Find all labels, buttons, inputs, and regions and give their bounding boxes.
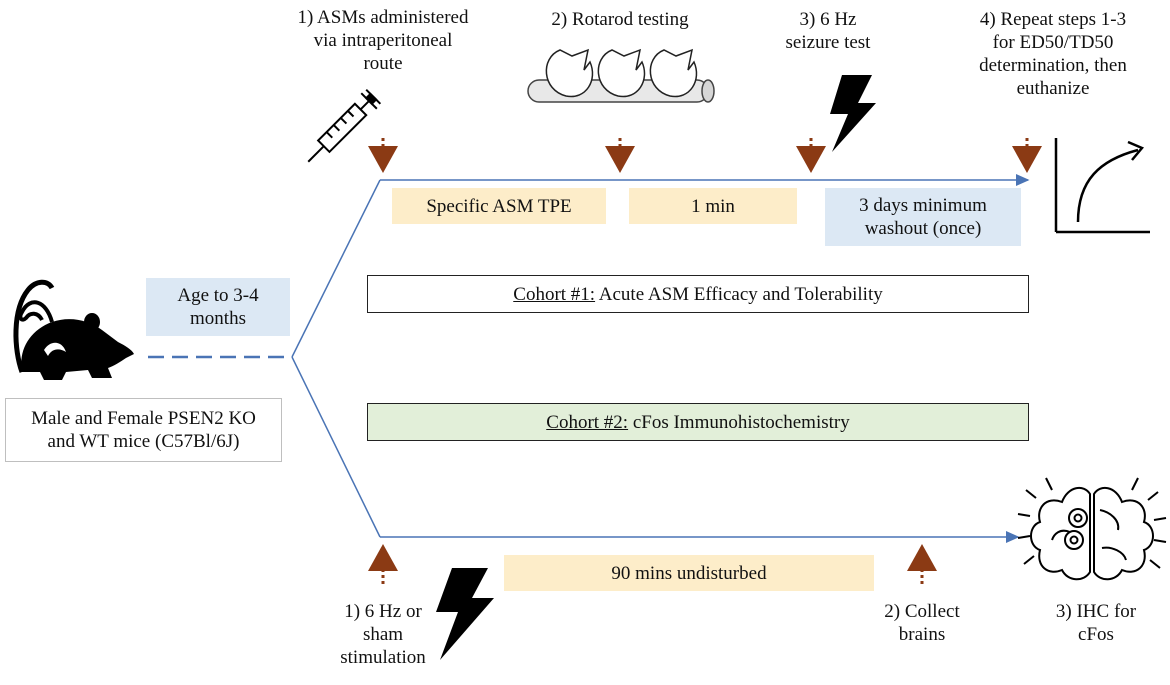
mice-label-line2: and WT mice (C57Bl/6J) [47, 431, 240, 452]
rotarod-icon [527, 48, 715, 103]
brain-icon [1017, 477, 1167, 581]
c2-step3-line2: cFos [1078, 624, 1114, 645]
washout-line1: 3 days minimum [859, 195, 987, 216]
interval-washout: 3 days minimum washout (once) [825, 188, 1021, 246]
washout-line2: washout (once) [864, 218, 982, 239]
c1-step4-label: 4) Repeat steps 1-3 for ED50/TD50 determ… [940, 8, 1166, 100]
c1-step4-line3: determination, then [979, 55, 1127, 76]
age-line1: Age to 3-4 [177, 285, 259, 306]
c2-step2-label: 2) Collect brains [862, 600, 982, 646]
c2-step1-line2: sham [362, 624, 404, 645]
c2-step3-label: 3) IHC for cFos [1036, 600, 1156, 646]
age-line2: months [190, 308, 246, 329]
lightning-bolt-icon-2 [436, 568, 494, 660]
gear-icon [1064, 508, 1088, 550]
c1-step2-label: 2) Rotarod testing [551, 9, 689, 30]
c1-step1-line1: 1) ASMs administered [297, 7, 469, 28]
c2-step1-label: 1) 6 Hz or sham stimulation [316, 600, 450, 669]
age-box: Age to 3-4 months [146, 278, 290, 336]
c1-step4-line4: euthanize [1016, 78, 1090, 99]
dose-response-curve-icon [1054, 138, 1150, 234]
lower-branch-line [291, 356, 381, 538]
c1-step4-line2: for ED50/TD50 [992, 32, 1114, 53]
cohort2-title-prefix: Cohort #2: [546, 411, 629, 433]
c1-step1-label: 1) ASMs administered via intraperitoneal… [252, 6, 514, 75]
c2-step3-line1: 3) IHC for [1055, 601, 1137, 622]
lightning-bolt-icon [830, 75, 876, 152]
mice-label-box: Male and Female PSEN2 KO and WT mice (C5… [5, 398, 282, 462]
interval-1-min: 1 min [629, 188, 797, 224]
c1-step3-line1: 3) 6 Hz [799, 9, 857, 30]
mouse-tail [13, 279, 55, 373]
cohort1-title-prefix: Cohort #1: [513, 283, 596, 305]
c2-step2-line1: 2) Collect [884, 601, 960, 622]
c1-step1-line3: route [363, 53, 403, 74]
interval-specific-asm-tpe: Specific ASM TPE [392, 188, 606, 224]
c1-step4-line1: 4) Repeat steps 1-3 [979, 9, 1127, 30]
mouse-icon [18, 300, 135, 380]
c2-step1-line1: 1) 6 Hz or [344, 601, 422, 622]
cohort2-title-box: Cohort #2: cFos Immunohistochemistry [367, 403, 1029, 441]
interval-90-mins: 90 mins undisturbed [504, 555, 874, 591]
cohort2-title-suffix: cFos Immunohistochemistry [628, 411, 850, 433]
cohort1-title-suffix: Acute ASM Efficacy and Tolerability [595, 283, 883, 305]
c2-step2-line2: brains [898, 624, 946, 645]
mice-label-line1: Male and Female PSEN2 KO [31, 408, 256, 429]
c1-step3-line2: seizure test [785, 32, 871, 53]
syringe-icon [307, 88, 382, 163]
c2-step1-line3: stimulation [340, 647, 426, 668]
c1-step3-label: 3) 6 Hz seizure test [768, 8, 888, 54]
upper-branch-line [291, 179, 381, 358]
c1-step1-line2: via intraperitoneal [313, 30, 453, 51]
cohort1-title-box: Cohort #1: Acute ASM Efficacy and Tolera… [367, 275, 1029, 313]
